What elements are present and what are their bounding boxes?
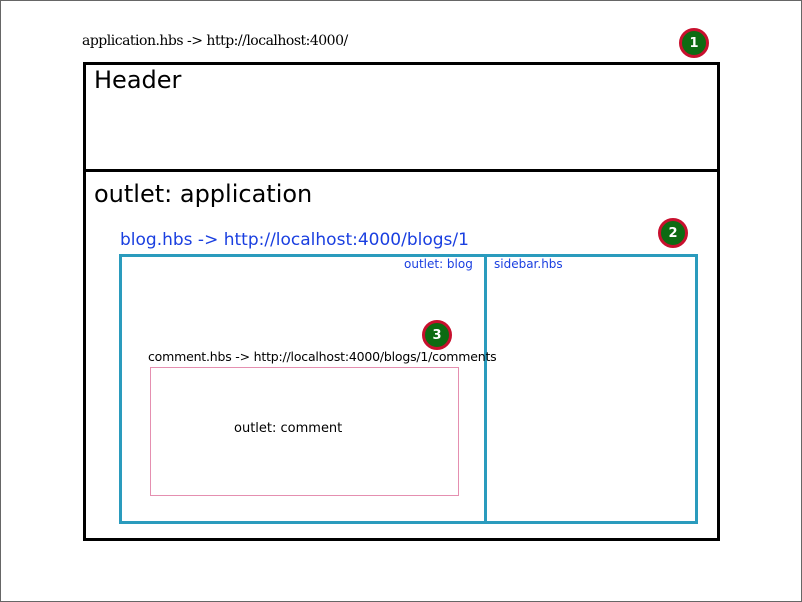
application-box (83, 62, 720, 541)
header-divider (83, 169, 720, 172)
comment-box (150, 367, 459, 496)
badge-2: 2 (658, 218, 688, 248)
badge-3: 3 (422, 320, 452, 350)
sidebar-divider (484, 254, 487, 524)
blog-route-label: blog.hbs -> http://localhost:4000/blogs/… (120, 230, 469, 250)
sidebar-label: sidebar.hbs (494, 257, 563, 271)
comment-route-label: comment.hbs -> http://localhost:4000/blo… (148, 349, 497, 364)
header-label: Header (94, 66, 182, 94)
badge-1: 1 (679, 28, 709, 58)
blog-box (119, 254, 698, 524)
blog-outlet-label: outlet: blog (404, 257, 473, 271)
comment-outlet-label: outlet: comment (234, 421, 343, 436)
application-route-label: application.hbs -> http://localhost:4000… (82, 33, 348, 49)
application-outlet-label: outlet: application (94, 180, 313, 208)
